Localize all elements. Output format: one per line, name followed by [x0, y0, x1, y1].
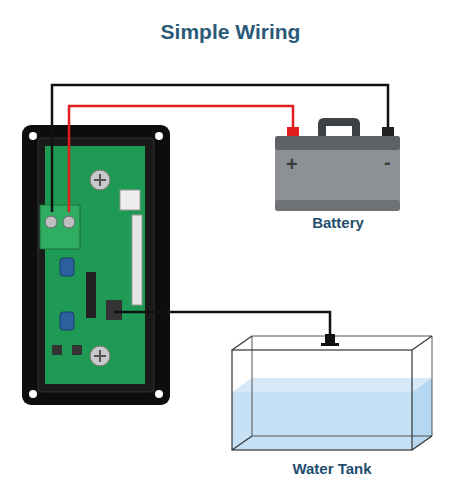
sensor-wire [114, 312, 330, 334]
chip [86, 272, 96, 318]
mount-hole [155, 390, 163, 398]
polarity-sign: + [286, 154, 298, 174]
button [72, 345, 82, 355]
sensor-connector [106, 300, 122, 320]
mount-hole [155, 132, 163, 140]
battery-handle [318, 118, 360, 136]
terminal-screw [63, 216, 75, 228]
sensor-flange [321, 343, 339, 346]
panel-inner [38, 138, 154, 392]
battery-symbol [275, 118, 400, 211]
battery-base [275, 200, 400, 211]
button [52, 345, 62, 355]
pcb-board [45, 146, 145, 384]
terminal-screw [45, 216, 57, 228]
tank-edge [232, 336, 432, 450]
battery-body [275, 136, 400, 211]
capacitor [60, 258, 74, 276]
component-node: Water Tank [228, 326, 436, 477]
pin-header [132, 215, 142, 305]
negative-terminal [382, 127, 394, 136]
polarity-sign: - [384, 152, 391, 172]
water-body [232, 392, 412, 450]
mount-hole [29, 390, 37, 398]
positive-wire [69, 106, 293, 212]
screw [90, 170, 110, 190]
tank-front [232, 350, 412, 450]
meter-module [22, 125, 170, 405]
screw-slot [94, 350, 106, 362]
tank-back [252, 336, 432, 436]
component-label: Battery [266, 214, 410, 231]
mount-hole [29, 132, 37, 140]
screw [90, 346, 110, 366]
battery-top [275, 136, 400, 150]
component-label: Water Tank [228, 460, 436, 477]
terminal-block [40, 205, 80, 249]
water-side [412, 378, 432, 450]
positive-terminal [287, 127, 299, 136]
panel-frame [22, 125, 170, 405]
capacitor [60, 312, 74, 330]
diagram-title: Simple Wiring [0, 20, 461, 44]
connector [120, 190, 140, 210]
screw-slot [94, 174, 106, 186]
level-sensor [325, 334, 335, 344]
water-surface [232, 378, 432, 392]
water-tank-illustration [232, 334, 432, 450]
